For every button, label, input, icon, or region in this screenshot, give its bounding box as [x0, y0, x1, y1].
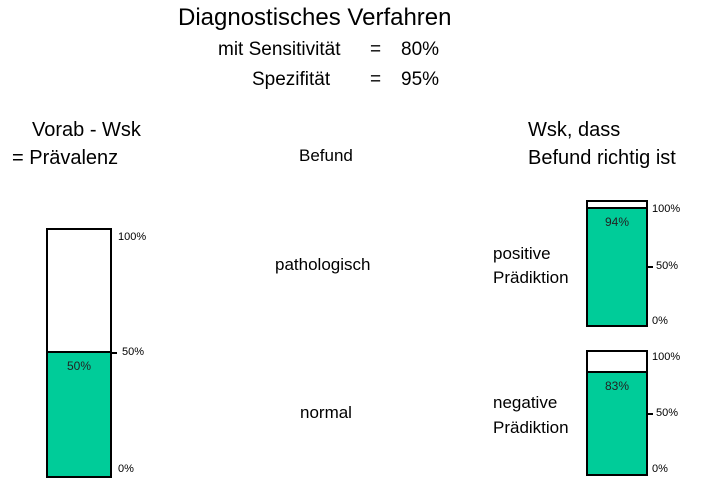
- positive-tick-100: 100%: [652, 203, 681, 215]
- prevalence-tickmark-50: [112, 352, 117, 354]
- negative-prediction-bar: 83%: [586, 350, 648, 476]
- prevalence-tick-100: 100%: [118, 231, 147, 243]
- sensitivity-eq: =: [370, 39, 382, 60]
- middle-header: Befund: [299, 146, 353, 165]
- sensitivity-value: 80%: [401, 39, 440, 60]
- finding-pathologic: pathologisch: [275, 255, 371, 274]
- positive-prediction-bar: 94%: [586, 200, 648, 327]
- negative-fill: 83%: [588, 370, 646, 474]
- negative-tick-100: 100%: [652, 351, 681, 363]
- positive-tick-0: 0%: [652, 315, 668, 327]
- negative-prediction-1: negative: [493, 393, 558, 412]
- specificity-eq: =: [370, 69, 382, 90]
- positive-value: 94%: [604, 215, 630, 230]
- prevalence-fill: 50%: [48, 351, 110, 476]
- sensitivity-label: mit Sensitivität: [218, 39, 341, 60]
- positive-tick-50: 50%: [656, 260, 679, 272]
- specificity-value: 95%: [401, 69, 440, 90]
- negative-prediction-2: Prädiktion: [493, 418, 569, 437]
- prevalence-bar: 50%: [46, 228, 112, 478]
- prevalence-value: 50%: [66, 359, 92, 373]
- prevalence-tick-50: 50%: [122, 346, 145, 358]
- negative-tickmark-50: [648, 413, 653, 415]
- negative-value: 83%: [604, 378, 630, 393]
- left-header-1: Vorab - Wsk: [32, 119, 141, 141]
- negative-tick-0: 0%: [652, 463, 668, 475]
- negative-tick-50: 50%: [656, 407, 679, 419]
- positive-prediction-1: positive: [493, 244, 551, 263]
- right-header-2: Befund richtig ist: [528, 147, 676, 169]
- specificity-label: Spezifität: [252, 69, 331, 90]
- left-header-2: = Prävalenz: [12, 147, 119, 169]
- positive-fill: 94%: [588, 207, 646, 325]
- prevalence-tick-0: 0%: [118, 463, 134, 475]
- finding-normal: normal: [300, 403, 352, 422]
- title: Diagnostisches Verfahren: [178, 4, 452, 31]
- positive-tickmark-50: [648, 266, 653, 268]
- right-header-1: Wsk, dass: [528, 119, 621, 141]
- positive-prediction-2: Prädiktion: [493, 268, 569, 287]
